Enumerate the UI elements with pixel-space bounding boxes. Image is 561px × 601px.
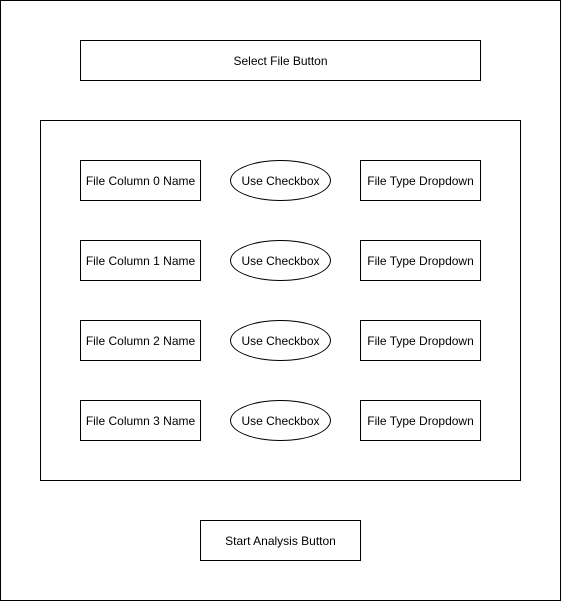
file-column-name-label: File Column 2 Name xyxy=(80,320,201,361)
file-type-dropdown[interactable]: File Type Dropdown xyxy=(360,400,481,441)
start-analysis-button[interactable]: Start Analysis Button xyxy=(200,520,361,561)
use-checkbox[interactable]: Use Checkbox xyxy=(230,240,331,281)
file-type-dropdown[interactable]: File Type Dropdown xyxy=(360,160,481,201)
use-checkbox[interactable]: Use Checkbox xyxy=(230,400,331,441)
use-checkbox[interactable]: Use Checkbox xyxy=(230,320,331,361)
file-column-name-label: File Column 3 Name xyxy=(80,400,201,441)
use-checkbox[interactable]: Use Checkbox xyxy=(230,160,331,201)
select-file-button[interactable]: Select File Button xyxy=(80,40,481,81)
file-column-name-label: File Column 0 Name xyxy=(80,160,201,201)
file-type-dropdown[interactable]: File Type Dropdown xyxy=(360,240,481,281)
file-column-name-label: File Column 1 Name xyxy=(80,240,201,281)
file-type-dropdown[interactable]: File Type Dropdown xyxy=(360,320,481,361)
